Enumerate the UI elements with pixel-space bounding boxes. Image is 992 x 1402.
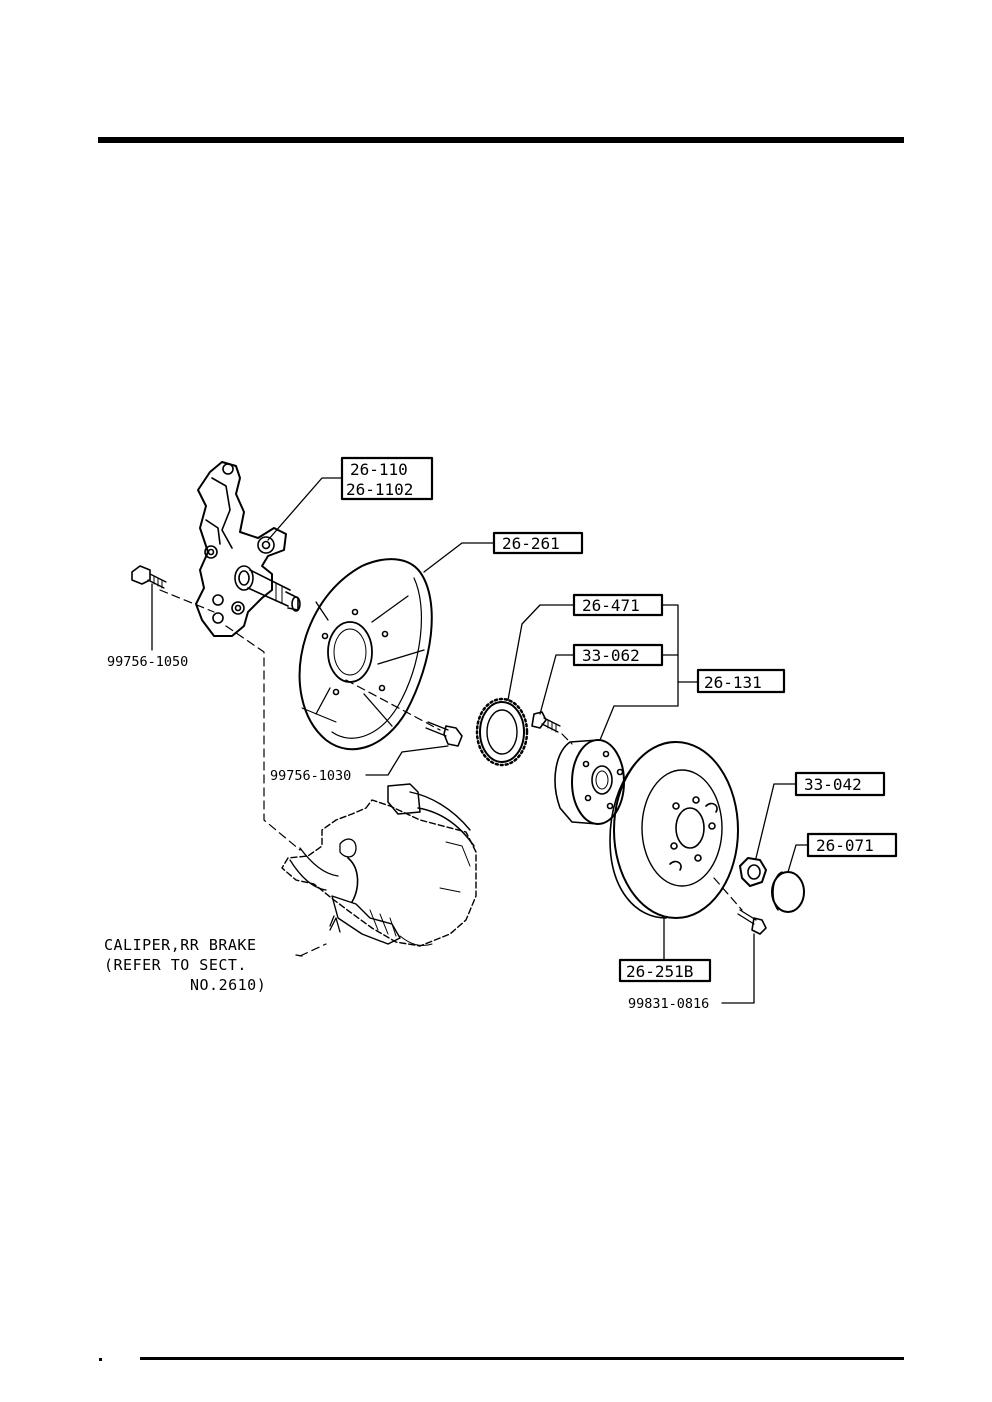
label-26-251b: 26-251B xyxy=(626,962,693,981)
hub-nut-part xyxy=(739,857,767,887)
label-26-110: 26-110 xyxy=(350,460,408,479)
hub-part xyxy=(554,739,625,825)
label-26-071: 26-071 xyxy=(816,836,874,855)
caliper-note-line3: NO.2610) xyxy=(190,976,266,994)
bolt-cover-part xyxy=(425,721,463,747)
label-99756-1030: 99756-1030 xyxy=(270,768,351,784)
label-26-131: 26-131 xyxy=(704,673,762,692)
alignment-lines xyxy=(159,589,743,957)
label-26-1102: 26-1102 xyxy=(346,480,413,499)
label-99831-0816: 99831-0816 xyxy=(628,996,709,1012)
knuckle-part xyxy=(195,461,301,637)
label-26-471: 26-471 xyxy=(582,596,640,615)
label-33-042: 33-042 xyxy=(804,775,862,794)
label-boxes xyxy=(340,456,898,983)
leader-lines xyxy=(151,477,809,1004)
caliper-note-line1: CALIPER,RR BRAKE xyxy=(104,936,257,954)
screw-disc-part xyxy=(737,909,767,935)
arrow-icon xyxy=(329,917,341,933)
footer-mark xyxy=(99,1358,102,1361)
disc-part xyxy=(609,741,739,919)
hub-bolt-part xyxy=(531,711,561,733)
caliper-note-line2: (REFER TO SECT. xyxy=(104,956,247,974)
caliper-part xyxy=(281,783,477,947)
label-33-062: 33-062 xyxy=(582,646,640,665)
bottom-rule xyxy=(140,1357,904,1360)
label-26-261: 26-261 xyxy=(502,534,560,553)
dust-cover-part xyxy=(298,558,433,751)
top-rule xyxy=(98,137,904,143)
grease-cap-part xyxy=(771,871,805,913)
label-99756-1050: 99756-1050 xyxy=(107,654,188,670)
sensor-rotor-part xyxy=(475,697,529,767)
bolt-knuckle-part xyxy=(131,565,167,589)
